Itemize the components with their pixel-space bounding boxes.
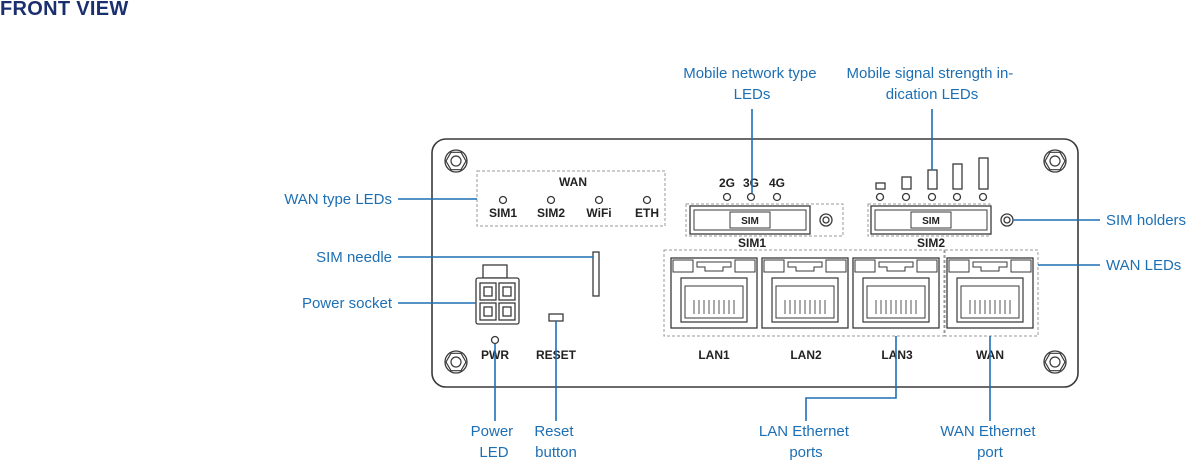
screw-icon: [1043, 350, 1067, 374]
signal-bar-2: [901, 176, 912, 190]
lan2-label: LAN2: [790, 348, 822, 362]
reset-button: [548, 313, 564, 322]
callout-sim-needle: SIM needle: [316, 249, 392, 266]
sim2-eject-hole-inner: [1003, 216, 1011, 224]
wan-led-label-eth: ETH: [635, 206, 659, 220]
callout-mobile-signal-strength: Mobile signal strength in- dication LEDs: [847, 65, 1018, 103]
power-socket: [475, 264, 520, 325]
signal-bar-5: [978, 157, 989, 190]
leader-lan-ports: [805, 336, 897, 421]
wan-led-label-sim1: SIM1: [489, 206, 517, 220]
signal-bar-1: [875, 182, 886, 190]
lan3-label: LAN3: [881, 348, 913, 362]
wan-led-label-sim2: SIM2: [537, 206, 565, 220]
screw-icon: [1043, 149, 1067, 173]
wan-port-outline: [944, 249, 1039, 337]
signal-bar-4: [952, 163, 963, 190]
callout-sim-holders: SIM holders: [1106, 212, 1186, 229]
lan1-port: [670, 257, 758, 329]
sim1-slot-label: SIM: [741, 216, 759, 227]
lan-ports-outline: [663, 249, 945, 337]
signal-led-1: [875, 192, 885, 202]
sim-needle: [592, 251, 600, 297]
page-title: FRONT VIEW: [0, 0, 129, 20]
signal-led-3: [927, 192, 937, 202]
wan-led-eth: [642, 195, 652, 205]
wan-led-label-wifi: WiFi: [586, 206, 611, 220]
sim1-eject-hole-inner: [822, 216, 830, 224]
sim2-label: SIM2: [917, 236, 945, 250]
wan-led-sim1: [498, 195, 508, 205]
network-led-3g: [746, 192, 756, 202]
lan1-label: LAN1: [698, 348, 730, 362]
network-type-4g: 4G: [769, 176, 785, 190]
signal-led-4: [952, 192, 962, 202]
network-type-3g: 3G: [743, 176, 759, 190]
lan3-port: [852, 257, 940, 329]
signal-led-2: [901, 192, 911, 202]
callout-wan-ethernet-port: WAN Ethernet port: [940, 423, 1039, 461]
callout-power-led: Power LED: [471, 423, 518, 461]
network-led-4g: [772, 192, 782, 202]
power-led: [490, 335, 500, 345]
callout-wan-leds: WAN LEDs: [1106, 257, 1181, 274]
screw-icon: [444, 350, 468, 374]
callout-mobile-network-type: Mobile network type LEDs: [683, 65, 821, 103]
signal-led-5: [978, 192, 988, 202]
callout-lan-ethernet-ports: LAN Ethernet ports: [759, 423, 853, 461]
sim1-label: SIM1: [738, 236, 766, 250]
wan-led-sim2: [546, 195, 556, 205]
lan2-port: [761, 257, 849, 329]
callout-power-socket: Power socket: [302, 295, 393, 312]
signal-bar-3: [927, 169, 938, 190]
network-type-2g: 2G: [719, 176, 735, 190]
wan-group-label: WAN: [559, 175, 587, 189]
callout-wan-type-leds: WAN type LEDs: [284, 191, 392, 208]
sim1-holder-outline: [685, 203, 844, 237]
wan-led-wifi: [594, 195, 604, 205]
callout-reset-button: Reset button: [534, 423, 577, 461]
sim2-slot-label: SIM: [922, 216, 940, 227]
wan-port: [946, 257, 1034, 329]
wan-type-led-group: [476, 170, 666, 227]
screw-icon: [444, 149, 468, 173]
network-led-2g: [722, 192, 732, 202]
